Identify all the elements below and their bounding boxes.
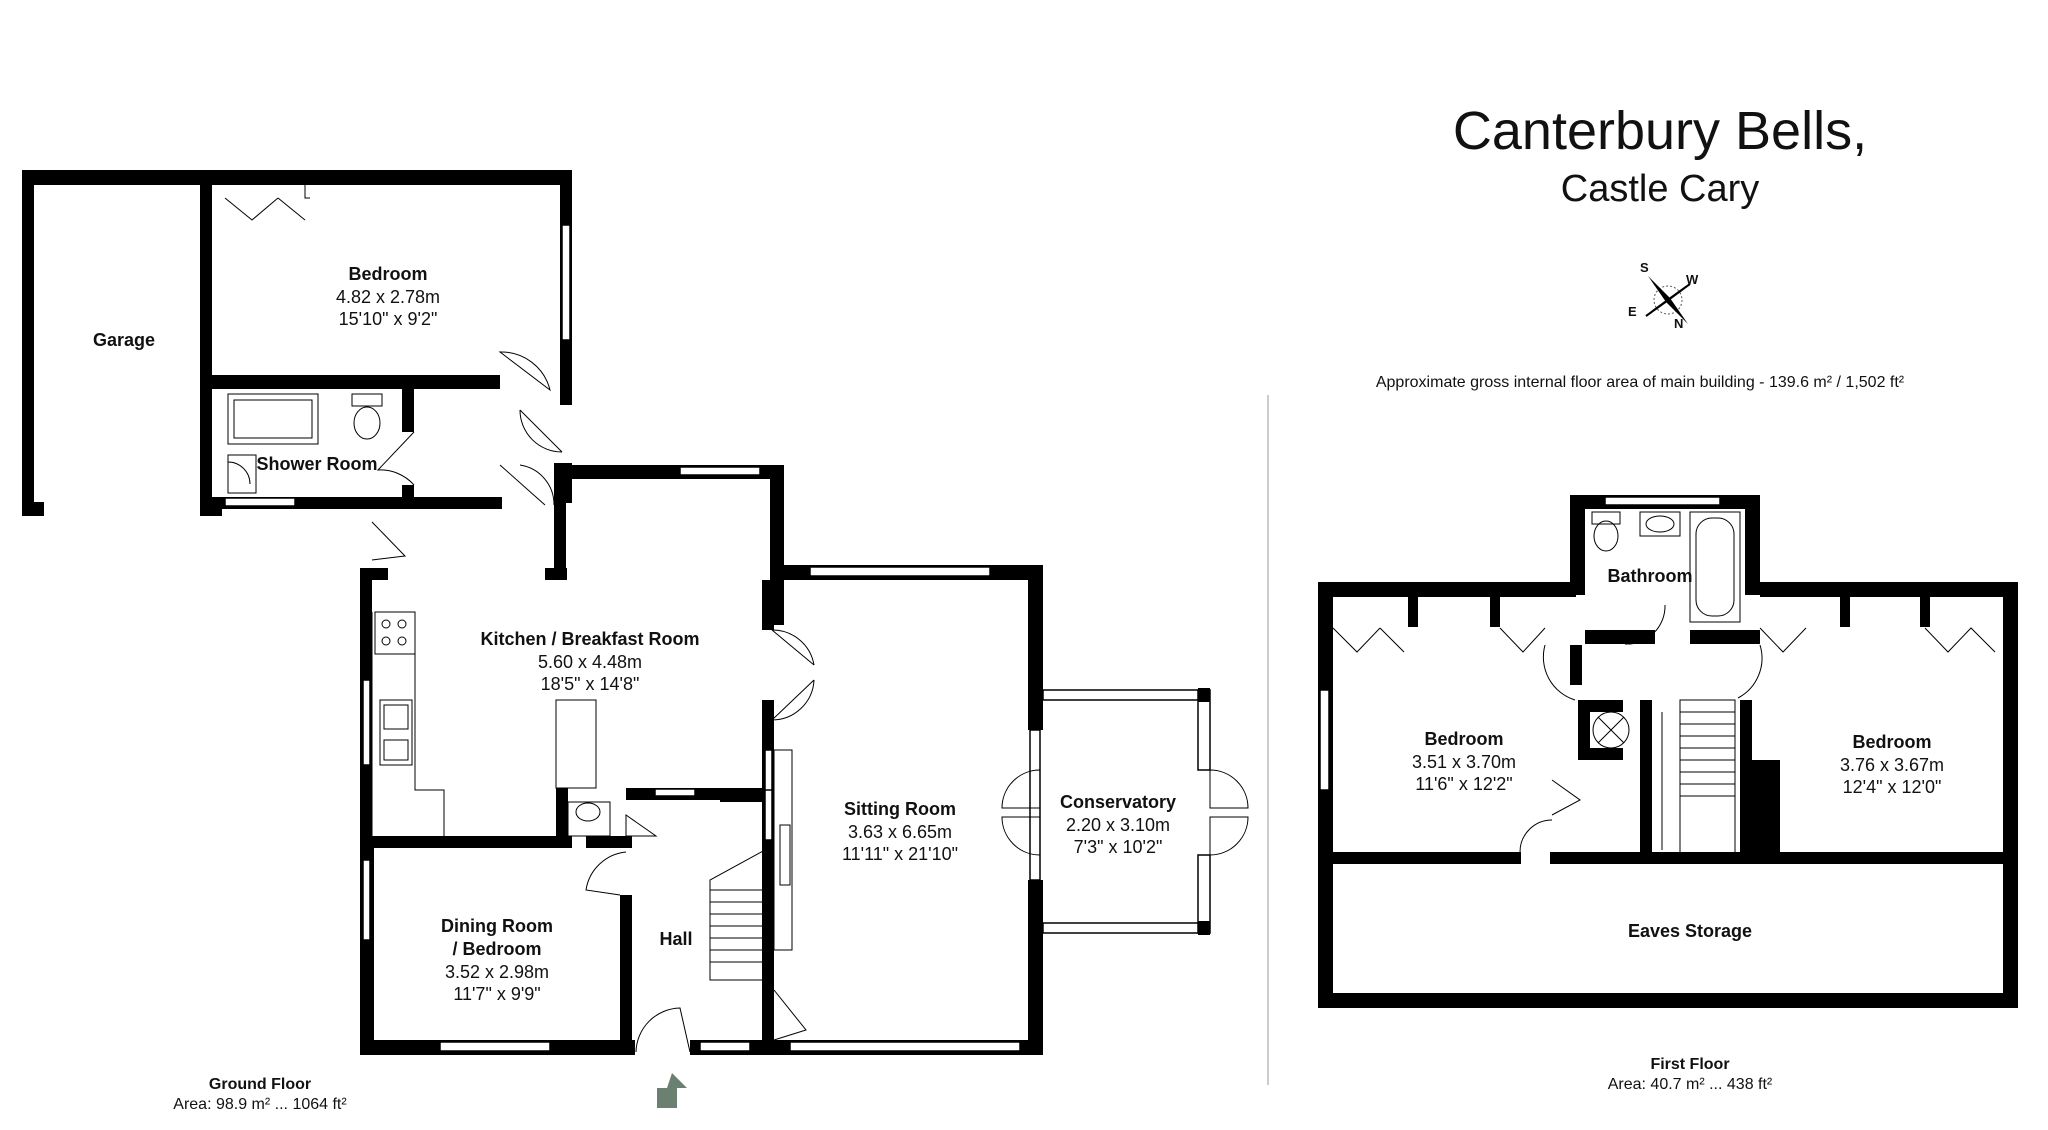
room-dim-metric-bedroom-right: 3.76 x 3.67m (1840, 755, 1944, 775)
first-floor-title: First Floor (1650, 1056, 1730, 1073)
gross-area-label: Approximate gross internal floor area of… (1375, 374, 1905, 391)
room-dim-metric-bedroom-ground: 4.82 x 2.78m (336, 287, 440, 307)
property-title: Canterbury Bells, (1452, 101, 1868, 161)
first-floor-caption: First Floor Area: 40.7 m² ... 438 ft² (1560, 1055, 1820, 1095)
room-dim-imperial-bedroom-left: 11'6" x 12'2" (1415, 774, 1512, 794)
room-label-bedroom-left: Bedroom (1424, 729, 1503, 749)
first-floor-walls (1318, 495, 2018, 1008)
room-dim-metric-conservatory: 2.20 x 3.10m (1066, 815, 1170, 835)
ground-floor-title: Ground Floor (208, 1076, 312, 1093)
room-label-shower: Shower Room (256, 454, 377, 474)
compass-s-label: S (1640, 260, 1649, 275)
first-floor-area: Area: 40.7 m² ... 438 ft² (1607, 1076, 1773, 1093)
ground-floor-fixtures (224, 185, 815, 1053)
compass-n-label: N (1674, 316, 1683, 331)
first-floor-windows (1319, 496, 1721, 791)
first-floor-fixtures (1332, 511, 1996, 856)
room-dim-metric-kitchen: 5.60 x 4.48m (538, 652, 642, 672)
room-dim-imperial-bedroom-right: 12'4" x 12'0" (1843, 777, 1942, 797)
compass-e-label: E (1628, 304, 1637, 319)
room-label-kitchen: Kitchen / Breakfast Room (480, 629, 699, 649)
ground-floor-area: Area: 98.9 m² ... 1064 ft² (173, 1096, 347, 1113)
room-label-dining: Dining Room (441, 916, 553, 936)
room-dim-imperial-dining: 11'7" x 9'9" (453, 984, 540, 1004)
room-label-dining-2: / Bedroom (452, 939, 541, 959)
room-label-conservatory: Conservatory (1060, 792, 1176, 812)
room-dim-imperial-bedroom-ground: 15'10" x 9'2" (339, 309, 438, 329)
room-label-bedroom-ground: Bedroom (348, 264, 427, 284)
entrance-arrow-icon (657, 1073, 687, 1108)
ground-floor-caption: Ground Floor Area: 98.9 m² ... 1064 ft² (130, 1075, 390, 1115)
compass-icon (1645, 276, 1691, 324)
room-label-bedroom-right: Bedroom (1852, 732, 1931, 752)
room-dim-imperial-conservatory: 7'3" x 10'2" (1074, 837, 1163, 857)
room-dim-metric-dining: 3.52 x 2.98m (445, 962, 549, 982)
ground-floor-windows (224, 224, 1041, 1052)
room-dim-imperial-kitchen: 18'5" x 14'8" (541, 674, 640, 694)
compass-w-label: W (1686, 272, 1699, 287)
room-label-hall: Hall (659, 929, 692, 949)
room-label-bathroom: Bathroom (1608, 566, 1693, 586)
conservatory-structure (1001, 688, 1249, 935)
room-dim-metric-bedroom-left: 3.51 x 3.70m (1412, 752, 1516, 772)
room-label-sitting: Sitting Room (844, 799, 956, 819)
room-dim-imperial-sitting: 11'11" x 21'10" (842, 844, 958, 864)
property-subtitle: Castle Cary (1560, 168, 1760, 210)
room-label-eaves: Eaves Storage (1628, 921, 1752, 941)
room-dim-metric-sitting: 3.63 x 6.65m (848, 822, 952, 842)
room-label-garage: Garage (93, 330, 155, 350)
